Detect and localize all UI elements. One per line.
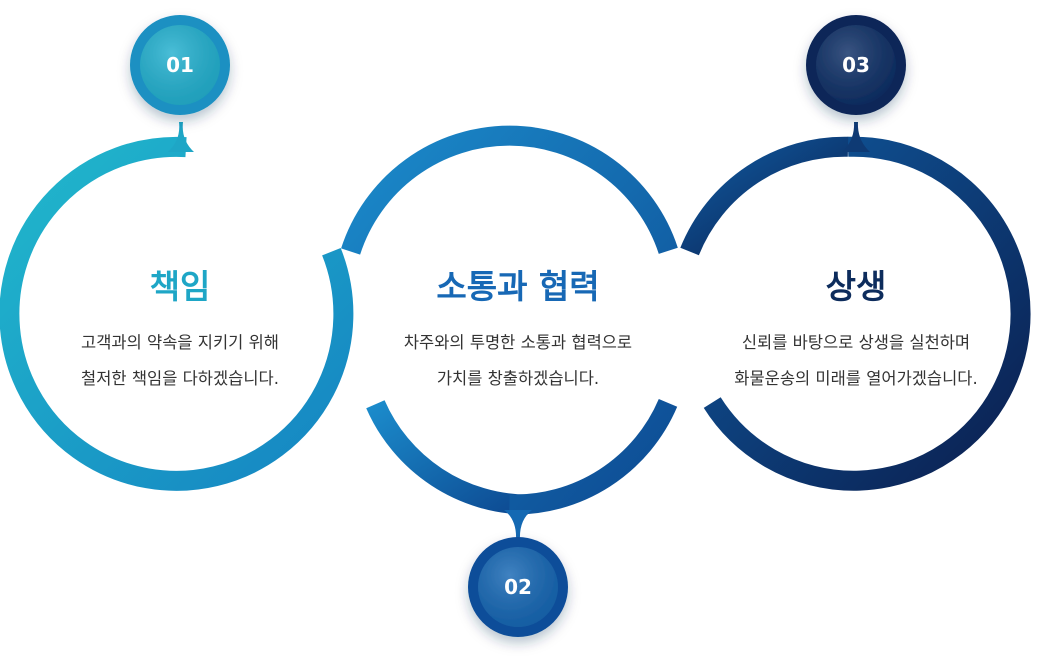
pin-neck-1 (168, 122, 194, 152)
pin-badge-3 (806, 15, 906, 115)
value-desc-2-line2: 가치를 창출하겠습니다. (437, 369, 599, 388)
value-card-communication: 02 소통과 협력 차주와의 투명한 소통과 협력으로 가치를 창출하겠습니다. (341, 125, 678, 637)
ring-arc-3b (680, 136, 849, 256)
value-desc-2-line1: 차주와의 투명한 소통과 협력으로 (404, 333, 632, 352)
pin-neck-2 (504, 510, 532, 540)
value-desc-3-line2: 화물운송의 미래를 열어가겠습니다. (734, 369, 977, 388)
value-card-responsibility: 01 책임 고객과의 약속을 지키기 위해 철저한 책임을 다하겠습니다. (0, 15, 354, 491)
step-number-1: 01 (166, 53, 194, 77)
step-number-2: 02 (504, 575, 532, 599)
value-desc-1-line2: 철저한 책임을 다하겠습니다. (81, 369, 279, 388)
step-number-3: 03 (842, 53, 870, 77)
value-title-1: 책임 (150, 267, 211, 306)
pin-neck-3 (842, 122, 870, 152)
value-title-3: 상생 (826, 267, 887, 306)
value-desc-1-line1: 고객과의 약속을 지키기 위해 (81, 333, 279, 352)
value-card-coexistence: 03 상생 신뢰를 바탕으로 상생을 실천하며 화물운송의 미래를 열어가겠습니… (680, 15, 1031, 491)
ring-arc-2 (366, 400, 528, 515)
ring-arc-2b (341, 125, 678, 515)
ring-arc-1 (0, 136, 354, 491)
pin-badge-2 (468, 537, 568, 637)
ring-arc-3 (703, 136, 1031, 491)
value-desc-3-line1: 신뢰를 바탕으로 상생을 실천하며 (742, 333, 970, 352)
pin-badge-1 (130, 15, 230, 115)
value-title-2: 소통과 협력 (436, 267, 599, 306)
